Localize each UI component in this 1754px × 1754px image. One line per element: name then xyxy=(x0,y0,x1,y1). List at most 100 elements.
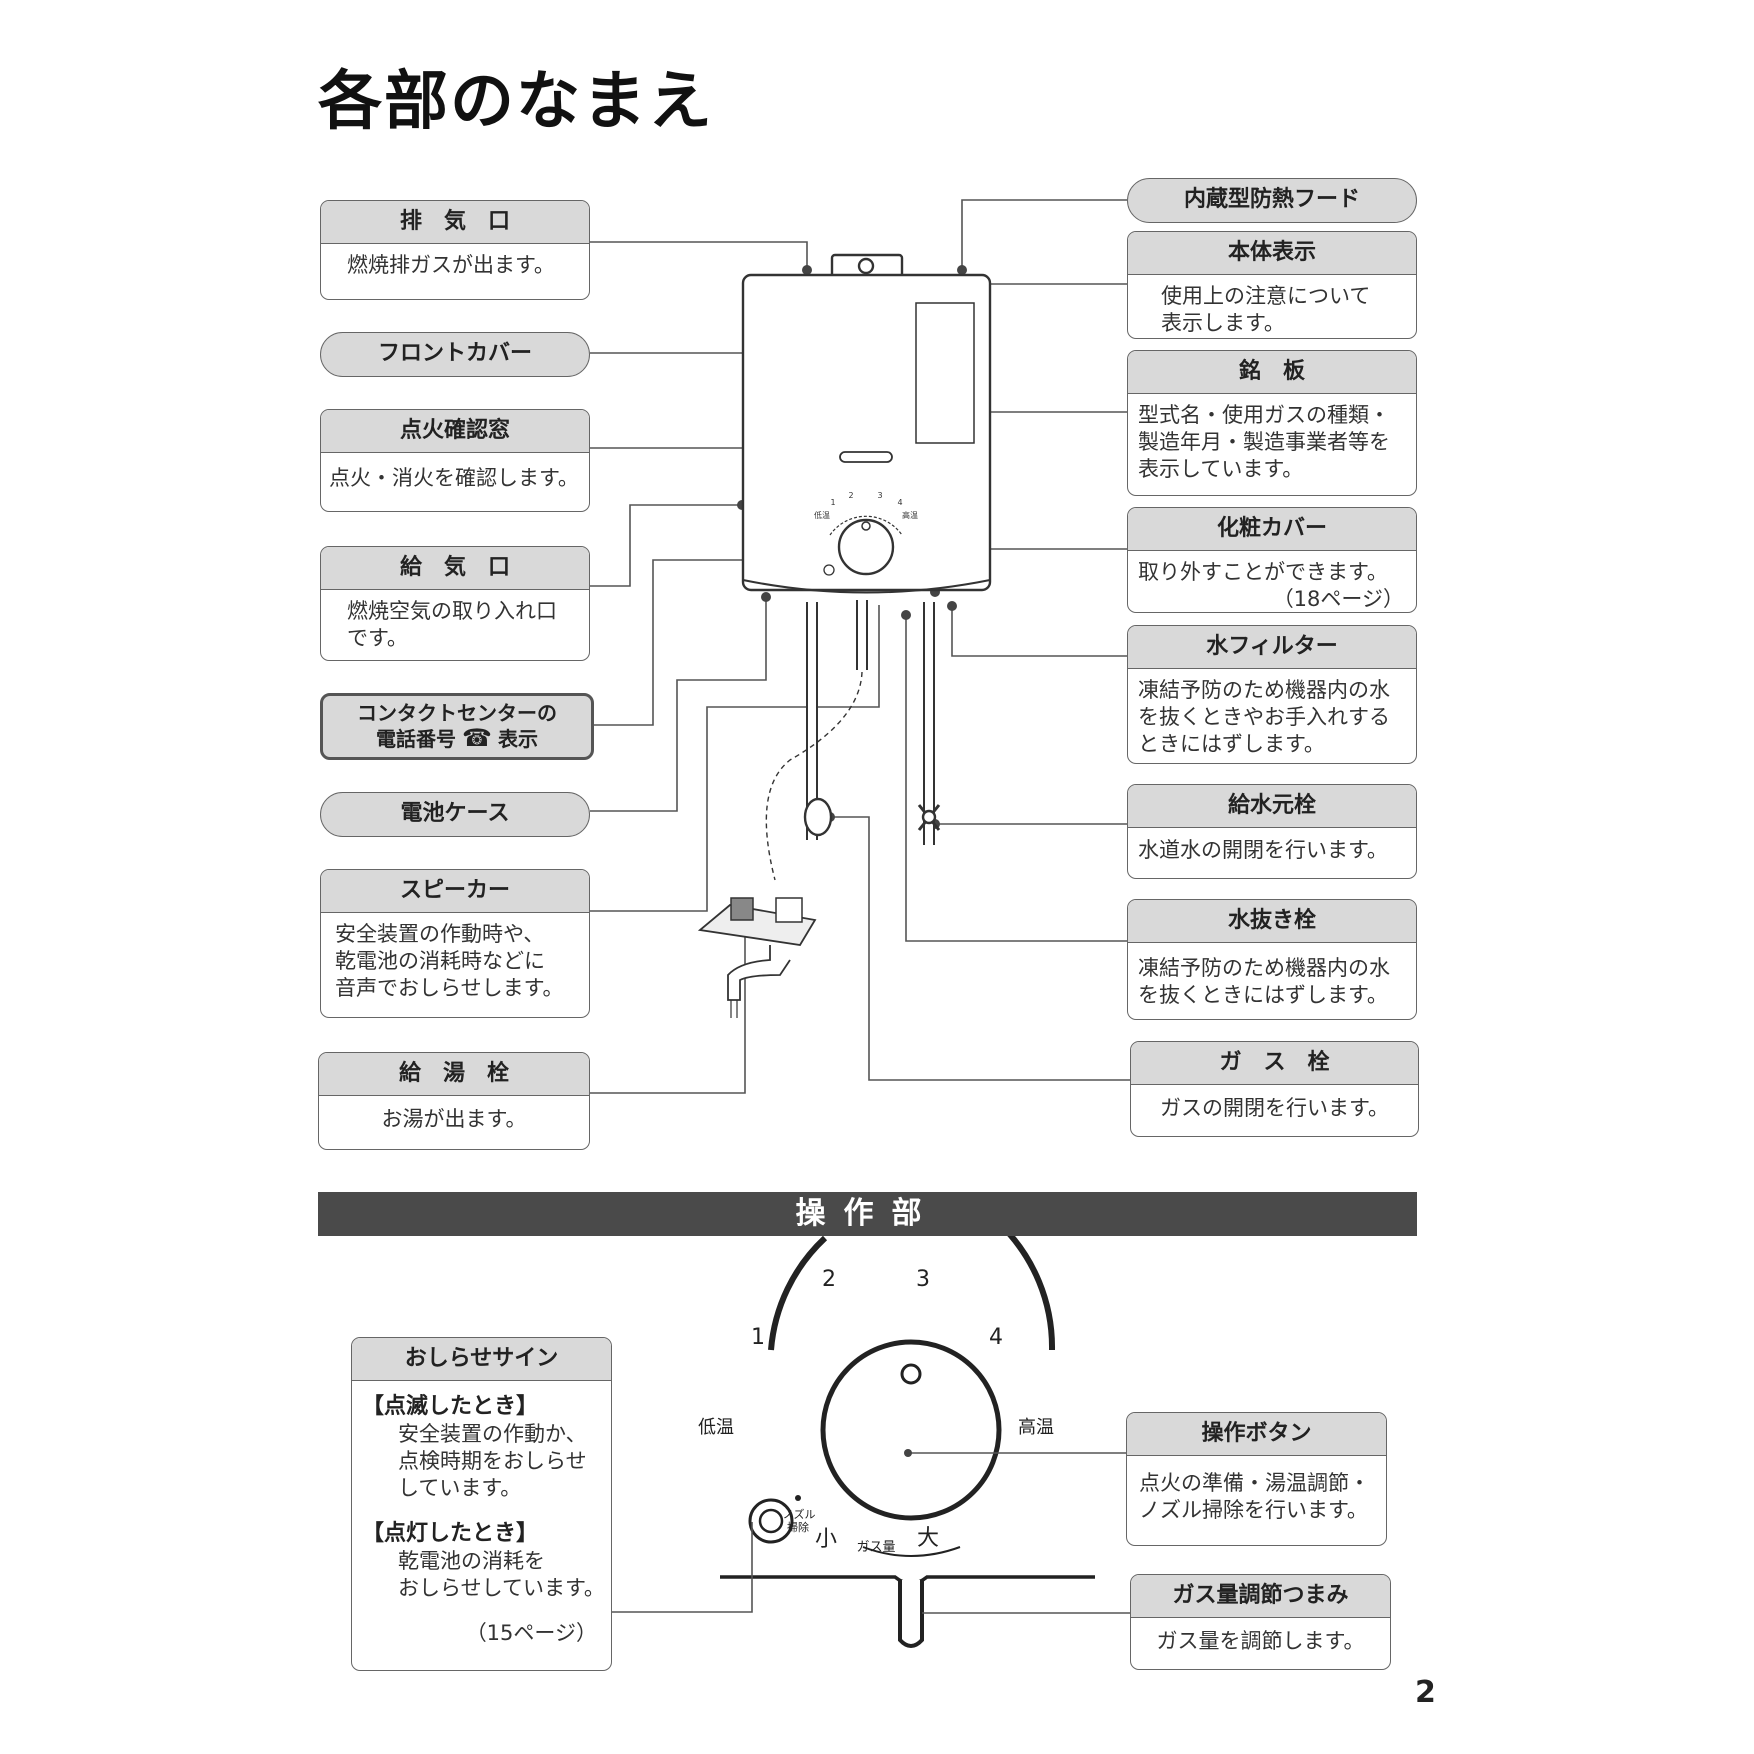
notice-blink-heading: 【点滅したとき】 xyxy=(362,1394,539,1419)
svg-text:4: 4 xyxy=(897,498,902,507)
ignition-window-title: 点火確認窓 xyxy=(321,410,589,453)
front-cover-label: フロントカバー xyxy=(320,332,590,377)
air-intake-box: 給 気 口 燃焼空気の取り入れ口 です。 xyxy=(320,546,590,661)
svg-text:低温: 低温 xyxy=(814,510,830,520)
page-title: 各部のなまえ xyxy=(318,65,714,139)
dial-tick-1: 1 xyxy=(751,1325,765,1350)
contact-line-1: コンタクトセンターの xyxy=(357,701,557,725)
water-supply-valve-title: 給水元栓 xyxy=(1128,785,1416,828)
operation-button-box: 操作ボタン 点火の準備・湯温調節・ ノズル掃除を行います。 xyxy=(1126,1412,1387,1546)
notice-sign-box: おしらせサイン 【点滅したとき】 安全装置の作動か、 点検時期をおしらせ してい… xyxy=(351,1337,612,1671)
operation-button-title: 操作ボタン xyxy=(1127,1413,1386,1456)
svg-text:2: 2 xyxy=(848,491,853,500)
ignition-window-box: 点火確認窓 点火・消火を確認します。 xyxy=(320,409,590,512)
air-intake-desc-2: です。 xyxy=(347,626,408,650)
exhaust-box: 排 気 口 燃焼排ガスが出ます。 xyxy=(320,200,590,300)
notice-blink-2: 点検時期をおしらせ xyxy=(398,1449,587,1473)
contact-line-2a: 電話番号 xyxy=(376,727,457,751)
dial-tick-3: 3 xyxy=(916,1267,930,1292)
gas-amount-label: ガス量 xyxy=(856,1540,895,1555)
phone-icon: ☎ xyxy=(462,724,492,752)
leader-air-intake xyxy=(590,504,742,587)
dial-low-label: 低温 xyxy=(698,1417,734,1438)
operation-button-shape xyxy=(820,1339,1002,1521)
gas-knob-shape xyxy=(898,1580,924,1648)
water-filter-desc-2: を抜くときやお手入れする xyxy=(1138,705,1390,729)
page-number: 2 xyxy=(1415,1675,1436,1710)
speaker-desc-2: 乾電池の消耗時などに xyxy=(335,949,545,973)
decorative-cover-desc-1: 取り外すことができます。 xyxy=(1138,560,1388,584)
nameplate-desc-3: 表示しています。 xyxy=(1138,457,1304,481)
notice-lit-1: 乾電池の消耗を xyxy=(398,1549,545,1573)
notice-sign-lamp-icon xyxy=(748,1498,794,1544)
notice-blink-3: しています。 xyxy=(398,1476,522,1500)
dial-arc-4 xyxy=(997,1221,1056,1351)
exhaust-title: 排 気 口 xyxy=(321,201,589,244)
nameplate-desc-1: 型式名・使用ガスの種類・ xyxy=(1138,403,1390,427)
decorative-cover-box: 化粧カバー 取り外すことができます。 （18ページ） xyxy=(1127,507,1417,613)
hot-water-tap-box: 給 湯 栓 お湯が出ます。 xyxy=(318,1052,590,1150)
leader-exhaust xyxy=(590,241,808,270)
leader-hot-water-tap xyxy=(590,922,746,1094)
gas-valve-title: ガ ス 栓 xyxy=(1131,1042,1418,1085)
dial-high-label: 高温 xyxy=(1018,1417,1054,1438)
leader-gas-valve xyxy=(830,816,1130,1081)
air-intake-desc-1: 燃焼空気の取り入れ口 xyxy=(347,599,557,623)
ignition-window-desc: 点火・消火を確認します。 xyxy=(329,466,579,490)
notice-lit-heading: 【点灯したとき】 xyxy=(362,1521,539,1546)
body-display-title: 本体表示 xyxy=(1128,232,1416,275)
body-display-desc-1: 使用上の注意について xyxy=(1161,284,1371,308)
battery-case-label: 電池ケース xyxy=(320,792,590,837)
water-filter-desc-1: 凍結予防のため機器内の水 xyxy=(1138,678,1390,702)
operation-button-desc-2: ノズル掃除を行います。 xyxy=(1139,1498,1368,1522)
water-filter-title: 水フィルター xyxy=(1128,626,1416,669)
heat-hood-label: 内蔵型防熱フード xyxy=(1127,178,1417,223)
speaker-desc-3: 音声でおしらせします。 xyxy=(335,976,564,1000)
leader-drain-plug xyxy=(905,615,1127,942)
gas-large-label: 大 xyxy=(917,1526,939,1551)
operation-button-desc-1: 点火の準備・湯温調節・ xyxy=(1139,1471,1370,1495)
notice-lit-2: おしらせしています。 xyxy=(398,1576,605,1600)
gas-knob-box: ガス量調節つまみ ガス量を調節します。 xyxy=(1130,1574,1391,1670)
gas-knob-title: ガス量調節つまみ xyxy=(1131,1575,1390,1618)
nameplate-desc-2: 製造年月・製造事業者等を xyxy=(1138,430,1390,454)
air-intake-title: 給 気 口 xyxy=(321,547,589,590)
drain-plug-desc-2: を抜くときにはずします。 xyxy=(1138,983,1388,1007)
nozzle-label-1: ノズル xyxy=(783,1507,816,1521)
gas-knob-desc: ガス量を調節します。 xyxy=(1156,1629,1365,1653)
leader-water-filter xyxy=(951,606,1127,657)
drain-plug-box: 水抜き栓 凍結予防のため機器内の水 を抜くときにはずします。 xyxy=(1127,899,1417,1020)
nameplate-box: 銘 板 型式名・使用ガスの種類・ 製造年月・製造事業者等を 表示しています。 xyxy=(1127,350,1417,496)
water-supply-valve-desc: 水道水の開閉を行います。 xyxy=(1138,838,1388,862)
leader-nameplate xyxy=(974,357,1127,413)
decorative-cover-title: 化粧カバー xyxy=(1128,508,1416,551)
exhaust-desc: 燃焼排ガスが出ます。 xyxy=(347,253,555,277)
leader-battery xyxy=(590,597,767,812)
hot-water-tap-title: 給 湯 栓 xyxy=(319,1053,589,1096)
dial-arc-1 xyxy=(768,1235,828,1351)
speaker-desc-1: 安全装置の作動時や、 xyxy=(335,922,545,946)
drain-plug-title: 水抜き栓 xyxy=(1128,900,1416,943)
speaker-box: スピーカー 安全装置の作動時や、 乾電池の消耗時などに 音声でおしらせします。 xyxy=(320,869,590,1018)
dial-tick-2: 2 xyxy=(822,1267,836,1292)
drain-plug-desc-1: 凍結予防のため機器内の水 xyxy=(1138,956,1390,980)
contact-center-label: コンタクトセンターの 電話番号☎表示 xyxy=(320,693,594,760)
gas-valve-box: ガ ス 栓 ガスの開閉を行います。 xyxy=(1130,1041,1419,1137)
water-supply-valve-box: 給水元栓 水道水の開閉を行います。 xyxy=(1127,784,1417,879)
section-title: 操作部 xyxy=(318,1192,1417,1236)
hot-water-tap-desc: お湯が出ます。 xyxy=(381,1107,527,1131)
svg-text:高温: 高温 xyxy=(902,510,918,520)
notice-sign-title: おしらせサイン xyxy=(352,1338,611,1381)
body-display-box: 本体表示 使用上の注意について 表示します。 xyxy=(1127,231,1417,339)
notice-ref: （15ページ） xyxy=(465,1621,597,1645)
speaker-title: スピーカー xyxy=(321,870,589,913)
water-filter-desc-3: ときにはずします。 xyxy=(1138,732,1325,756)
dial-tick-4: 4 xyxy=(989,1325,1003,1350)
body-display-desc-2: 表示します。 xyxy=(1161,311,1285,335)
leader-heat-hood xyxy=(961,199,1127,270)
svg-text:3: 3 xyxy=(877,491,882,500)
water-filter-box: 水フィルター 凍結予防のため機器内の水 を抜くときやお手入れする ときにはずしま… xyxy=(1127,625,1417,764)
dial-indicator-icon xyxy=(900,1363,922,1385)
water-heater xyxy=(697,253,992,1018)
